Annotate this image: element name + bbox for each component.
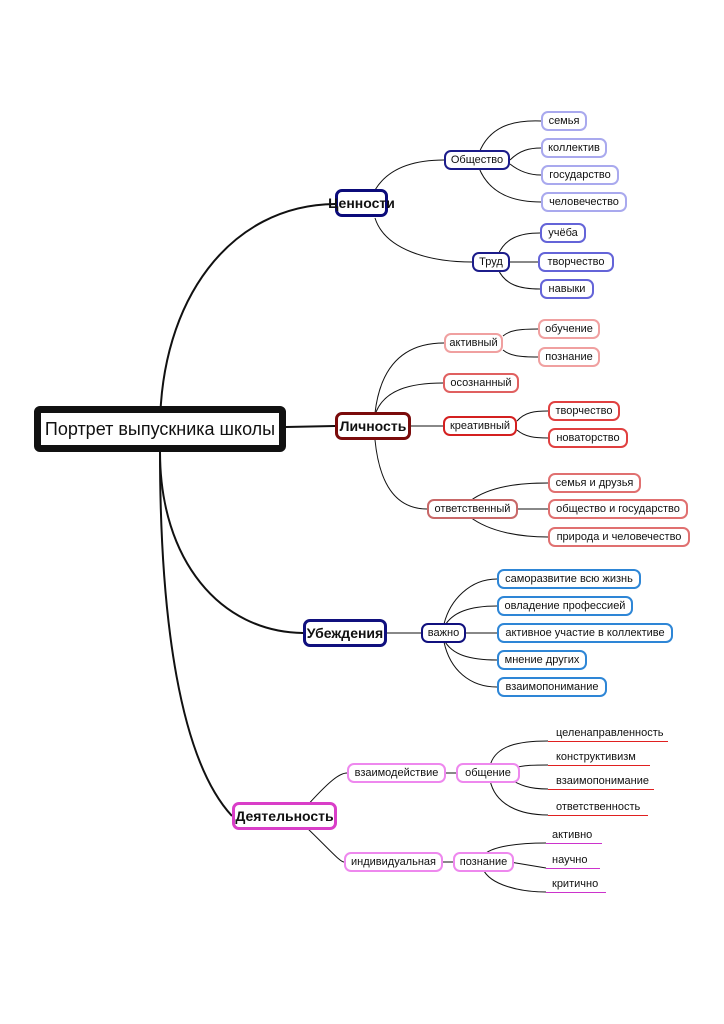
leaf-others-opinion[interactable]: мнение других (497, 650, 587, 670)
leaf-society-state[interactable]: общество и государство (548, 499, 688, 519)
leaf-profession[interactable]: овладение профессией (497, 596, 633, 616)
link-root-beliefs (159, 451, 304, 634)
node-cognition[interactable]: познание (453, 852, 514, 872)
underline-constructivism (548, 765, 650, 766)
underline-mutual-understanding (548, 789, 654, 790)
branch-personality[interactable]: Личность (335, 412, 411, 440)
leaf-creativity[interactable]: творчество (538, 252, 614, 272)
node-creative[interactable]: креативный (443, 416, 517, 436)
leaf-actively[interactable]: активно (552, 829, 593, 841)
root-node[interactable]: Портрет выпускника школы (34, 406, 286, 452)
leaf-study[interactable]: учёба (540, 223, 586, 243)
node-responsible[interactable]: ответственный (427, 499, 518, 519)
leaf-participation[interactable]: активное участие в коллективе (497, 623, 673, 643)
leaf-family-friends[interactable]: семья и друзья (548, 473, 641, 493)
leaf-constructivism[interactable]: конструктивизм (556, 751, 636, 763)
node-interaction[interactable]: взаимодействие (347, 763, 446, 783)
branch-beliefs[interactable]: Убеждения (303, 619, 387, 647)
leaf-skills[interactable]: навыки (540, 279, 594, 299)
leaf-learning[interactable]: обучение (538, 319, 600, 339)
underline-scientifically (546, 868, 600, 869)
leaf-innovation[interactable]: новаторство (548, 428, 628, 448)
underline-actively (546, 843, 602, 844)
underline-critically (546, 892, 606, 893)
leaf-nature-humanity[interactable]: природа и человечество (548, 527, 690, 547)
node-individual[interactable]: индивидуальная (344, 852, 443, 872)
node-important[interactable]: важно (421, 623, 466, 643)
leaf-creativity-2[interactable]: творчество (548, 401, 620, 421)
leaf-critically[interactable]: критично (552, 878, 599, 890)
leaf-mutual-understanding[interactable]: взаимопонимание (497, 677, 607, 697)
leaf-collective[interactable]: коллектив (541, 138, 607, 158)
leaf-mutual-understanding-2[interactable]: взаимопонимание (556, 775, 650, 787)
leaf-family[interactable]: семья (541, 111, 587, 131)
node-conscious[interactable]: осознанный (443, 373, 519, 393)
leaf-humanity[interactable]: человечество (541, 192, 627, 212)
leaf-purposefulness[interactable]: целенаправленность (556, 727, 664, 739)
node-society[interactable]: Общество (444, 150, 510, 170)
underline-responsibility (548, 815, 648, 816)
branch-values[interactable]: Ценности (328, 189, 395, 217)
leaf-state[interactable]: государство (541, 165, 619, 185)
leaf-scientifically[interactable]: научно (552, 854, 588, 866)
link-root-personality (285, 425, 336, 428)
node-communication[interactable]: общение (456, 763, 520, 783)
link-root-activity (159, 451, 233, 817)
node-active[interactable]: активный (444, 333, 503, 353)
leaf-responsibility[interactable]: ответственность (556, 801, 641, 813)
node-labor[interactable]: Труд (472, 252, 510, 272)
leaf-cognition[interactable]: познание (538, 347, 600, 367)
underline-purposefulness (548, 741, 668, 742)
branch-activity[interactable]: Деятельность (232, 802, 337, 830)
leaf-self-development[interactable]: саморазвитие всю жизнь (497, 569, 641, 589)
link-root-values (159, 203, 336, 430)
